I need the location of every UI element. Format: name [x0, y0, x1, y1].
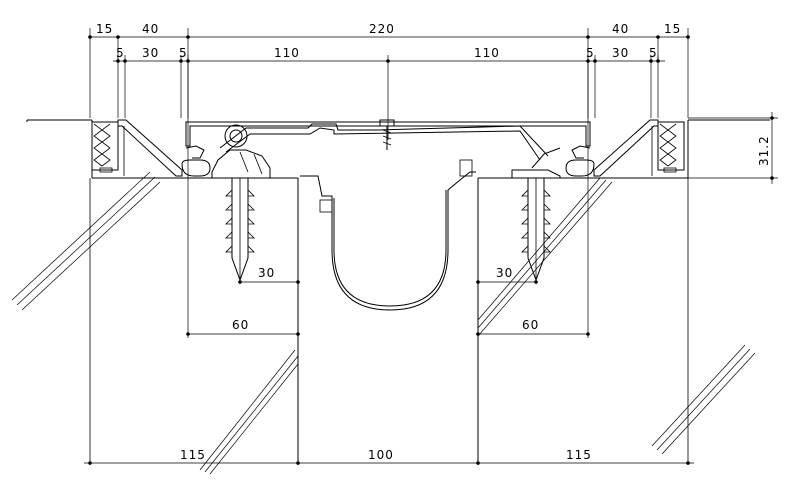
dim-5-d: 5 — [649, 46, 658, 60]
dim-30-left: 30 — [142, 46, 159, 60]
dim-30-anchor-left: 30 — [258, 266, 275, 280]
right-height-dimension: 31.2 — [688, 112, 778, 184]
second-dimension-chain: 5 30 5 110 110 5 30 5 — [113, 46, 665, 140]
right-slab — [477, 119, 770, 465]
top-dimension-chain: 15 40 220 40 15 — [88, 22, 690, 160]
dim-60-right: 60 — [522, 318, 539, 332]
left-clamp — [211, 149, 271, 179]
dim-100: 100 — [368, 448, 394, 462]
anchor-30-dimensions: 30 30 — [238, 266, 538, 284]
dim-top-40-right: 40 — [612, 22, 629, 36]
sixty-dimensions: 60 60 — [186, 160, 590, 338]
right-frame — [593, 119, 659, 177]
cover-plate — [185, 121, 591, 161]
dim-115-right: 115 — [566, 448, 592, 462]
left-insulation — [91, 121, 119, 173]
right-clamp — [511, 147, 561, 179]
dim-5-c: 5 — [586, 46, 595, 60]
dim-top-15-left: 15 — [96, 22, 113, 36]
dim-115-left: 115 — [180, 448, 206, 462]
bottom-dimension-chain: 115 100 115 — [84, 448, 694, 465]
left-slab — [11, 119, 299, 475]
dim-top-40-left: 40 — [142, 22, 159, 36]
dim-110-right: 110 — [474, 46, 500, 60]
dim-110-left: 110 — [274, 46, 300, 60]
center-bolt — [379, 119, 395, 150]
dim-30-anchor-right: 30 — [496, 266, 513, 280]
dim-31-2: 31.2 — [757, 135, 771, 166]
dim-60-left: 60 — [232, 318, 249, 332]
dim-5-a: 5 — [116, 46, 125, 60]
left-frame — [117, 119, 183, 177]
left-gasket — [181, 145, 211, 177]
u-membrane — [300, 159, 476, 311]
dim-5-b: 5 — [179, 46, 188, 60]
right-anchor — [521, 178, 551, 284]
dim-top-220: 220 — [369, 22, 395, 36]
right-insulation — [657, 121, 685, 173]
right-gasket — [565, 145, 595, 177]
dim-30-right: 30 — [612, 46, 629, 60]
left-anchor — [225, 178, 255, 284]
dim-top-15-right: 15 — [664, 22, 681, 36]
